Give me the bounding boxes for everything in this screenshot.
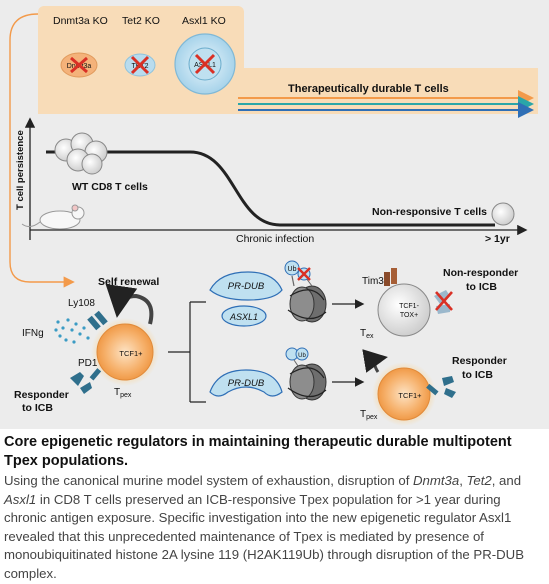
responder-label: to ICB: [462, 369, 493, 381]
durable-label: Therapeutically durable T cells: [288, 83, 449, 95]
prdub-complex-top: PR-DUB ASXL1: [209, 271, 283, 327]
nonresponsive-label: Non-responsive T cells: [372, 206, 487, 218]
tim3-label: Tim3: [362, 276, 384, 287]
dnmt3a-cell: Dnmt3a: [60, 52, 98, 78]
prdub-complex-bottom: PR-DUB: [209, 369, 283, 397]
cross-icon: [130, 55, 150, 75]
cell-text: TOX+: [400, 312, 418, 319]
knockout-label: Tet2 KO: [122, 15, 160, 27]
pd1-antibody-icon: [70, 368, 102, 394]
responder-label: Responder: [14, 389, 69, 401]
figure-panel: Dnmt3a KO Tet2 KO Asxl1 KO Dnmt3a TET2 A…: [0, 0, 549, 429]
cross-icon: [435, 291, 453, 311]
prdub-label: PR-DUB: [228, 281, 265, 292]
tet2-cell: TET2: [124, 53, 156, 77]
y-axis-label: T cell persistence: [15, 130, 26, 210]
asxl1-cell: ASXL1: [174, 33, 236, 95]
caption-text: Using the canonical murine model system …: [4, 473, 414, 488]
wt-persistence-curve: [46, 150, 495, 227]
prdub-label: PR-DUB: [228, 378, 265, 389]
wt-cell-cluster: [54, 132, 108, 175]
self-renewal-label: Self renewal: [98, 276, 159, 288]
caption-text: in CD8 T cells preserved an ICB-responsi…: [4, 491, 524, 581]
caption: Core epigenetic regulators in maintainin…: [4, 433, 542, 583]
caption-text: ,: [459, 473, 467, 488]
knockout-label: Asxl1 KO: [182, 15, 226, 27]
caption-title: Core epigenetic regulators in maintainin…: [4, 434, 512, 469]
asxl1-label: ASXL1: [229, 312, 258, 322]
nonresponder-label: Non-responder: [443, 267, 518, 279]
ub-icon: [295, 347, 309, 361]
self-renewal-small-arrow: [362, 349, 388, 373]
cell-text: TCF1-: [399, 303, 420, 310]
antibody-icon: [426, 376, 456, 398]
wt-label: WT CD8 T cells: [72, 181, 148, 193]
tpex-name: Tpex: [114, 387, 132, 399]
tex-cell: TCF1- TOX+: [377, 283, 431, 337]
ifng-label: IFNg: [22, 328, 44, 339]
gene-name: Tet2: [466, 473, 492, 488]
caption-body: Using the canonical murine model system …: [4, 472, 542, 583]
ub-label: Ub: [298, 353, 306, 359]
x-end-label: > 1yr: [485, 233, 510, 245]
durable-band: [38, 68, 538, 114]
responder-label: to ICB: [22, 402, 53, 414]
nucleosome-top: Ub: [284, 260, 327, 323]
tpex-cell-right: TCF1+: [372, 362, 436, 426]
responder-label: Responder: [452, 355, 507, 367]
nucleosome-bottom: Ub: [285, 347, 327, 401]
tpex-cell: TCF1+: [91, 318, 159, 386]
tim3-receptor-icon: [384, 268, 397, 286]
blocked-antibody-icon: [434, 290, 453, 314]
x-axis-label: Chronic infection: [236, 233, 314, 245]
cell-text: TCF1+: [119, 349, 143, 358]
cross-icon: [70, 56, 88, 74]
cell-text: TCF1+: [398, 391, 422, 400]
gene-name: Dnmt3a: [413, 473, 460, 488]
self-renewal-loop-line: [9, 13, 75, 288]
knockout-label: Dnmt3a KO: [53, 15, 108, 27]
cross-icon: [194, 53, 216, 75]
pd1-label: PD1: [78, 358, 98, 369]
self-renewal-arrow: [105, 283, 154, 325]
ifng-dots-icon: [54, 318, 90, 344]
gene-name: Asxl1: [4, 491, 37, 507]
ly108-receptor-icon: [87, 310, 108, 331]
branch-bracket: [168, 301, 206, 403]
nonresponsive-cell: [491, 202, 515, 226]
diagram-svg: Dnmt3a KO Tet2 KO Asxl1 KO Dnmt3a TET2 A…: [9, 6, 538, 426]
ub-label: Ub: [288, 266, 297, 273]
tpex-name: Tpex: [360, 409, 378, 421]
mouse-icon: [21, 204, 85, 230]
cross-icon: [297, 267, 311, 281]
tex-name: Tex: [360, 328, 374, 340]
caption-text: , and: [491, 473, 522, 488]
ly108-label: Ly108: [68, 298, 95, 309]
nonresponder-label: to ICB: [466, 281, 497, 293]
